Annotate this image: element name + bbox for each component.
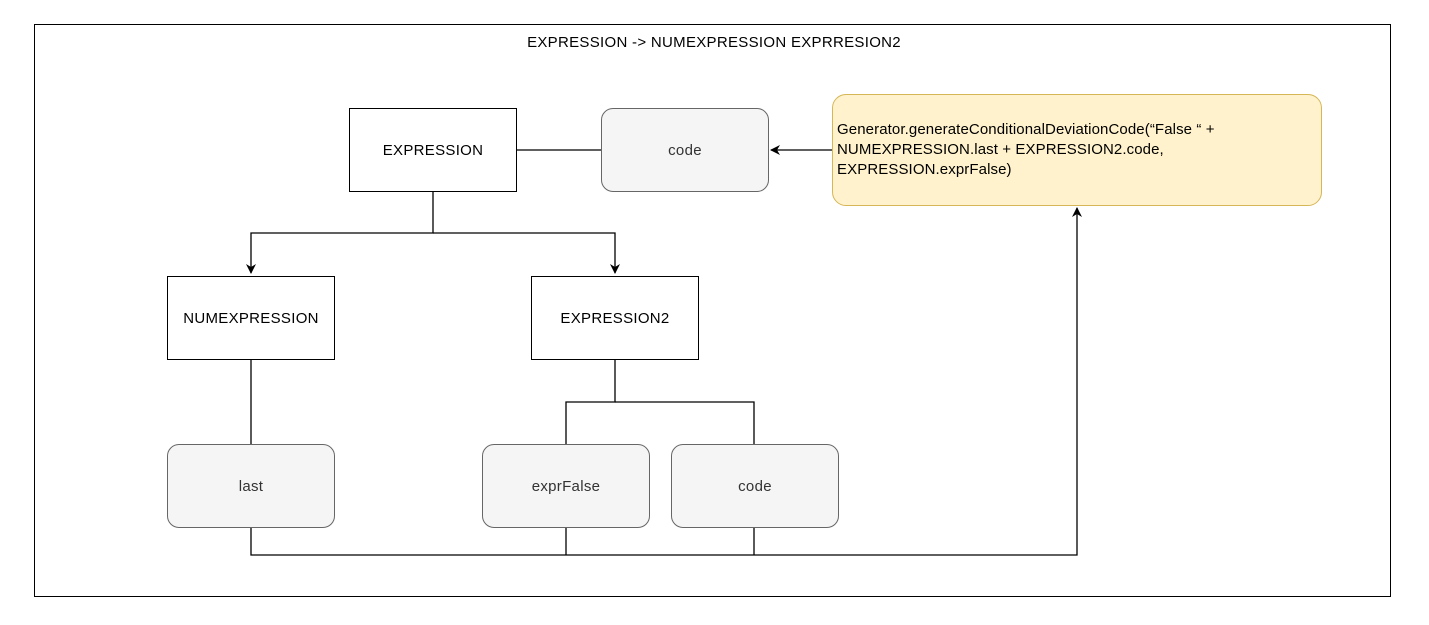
node-expression2-code: code (671, 444, 839, 528)
node-numexpression: NUMEXPRESSION (167, 276, 335, 360)
diagram-frame (34, 24, 1391, 597)
node-expression2: EXPRESSION2 (531, 276, 699, 360)
edge-expression-expression2 (433, 232, 620, 274)
diagram-title: EXPRESSION -> NUMEXPRESSION EXPRRESION2 (527, 34, 901, 51)
edge-last-to-note (250, 207, 1082, 556)
edge-expression2-attrs (565, 359, 616, 444)
note-text: Generator.generateConditionalDeviationCo… (837, 121, 1215, 178)
node-expression: EXPRESSION (349, 108, 517, 192)
node-expression2-exprfalse: exprFalse (482, 444, 650, 528)
node-generator-note: Generator.generateConditionalDeviationCo… (832, 94, 1322, 206)
node-numexpression-last: last (167, 444, 335, 528)
edge-expression2-code (615, 401, 755, 444)
node-expression-code: code (601, 108, 769, 192)
edge-expression-numexpression (246, 191, 434, 274)
